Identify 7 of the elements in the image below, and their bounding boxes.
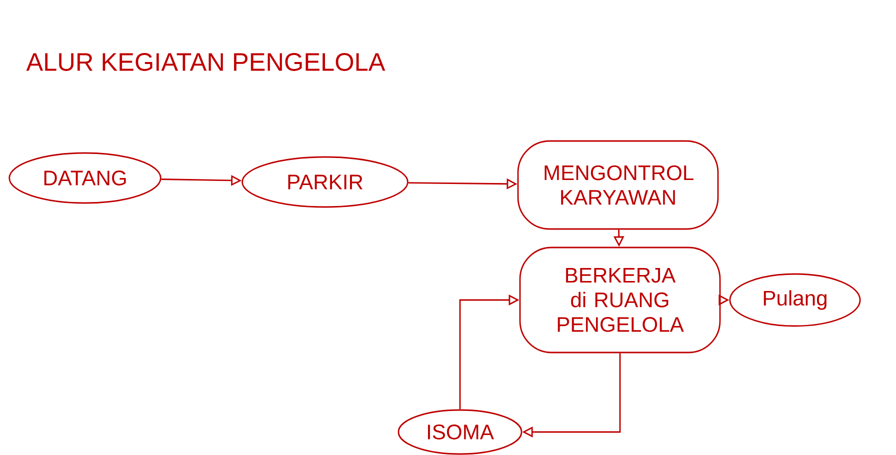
rounded-box: MENGONTROL KARYAWAN: [517, 140, 719, 230]
oval-node: PARKIR: [242, 156, 408, 208]
oval-node: ISOMA: [398, 409, 522, 455]
oval-node: Pulang: [729, 273, 861, 327]
title: ALUR KEGIATAN PENGELOLA: [26, 53, 386, 71]
oval-node: DATANG: [8, 152, 162, 204]
rounded-box: BERKERJA di RUANG PENGELOLA: [519, 246, 721, 354]
